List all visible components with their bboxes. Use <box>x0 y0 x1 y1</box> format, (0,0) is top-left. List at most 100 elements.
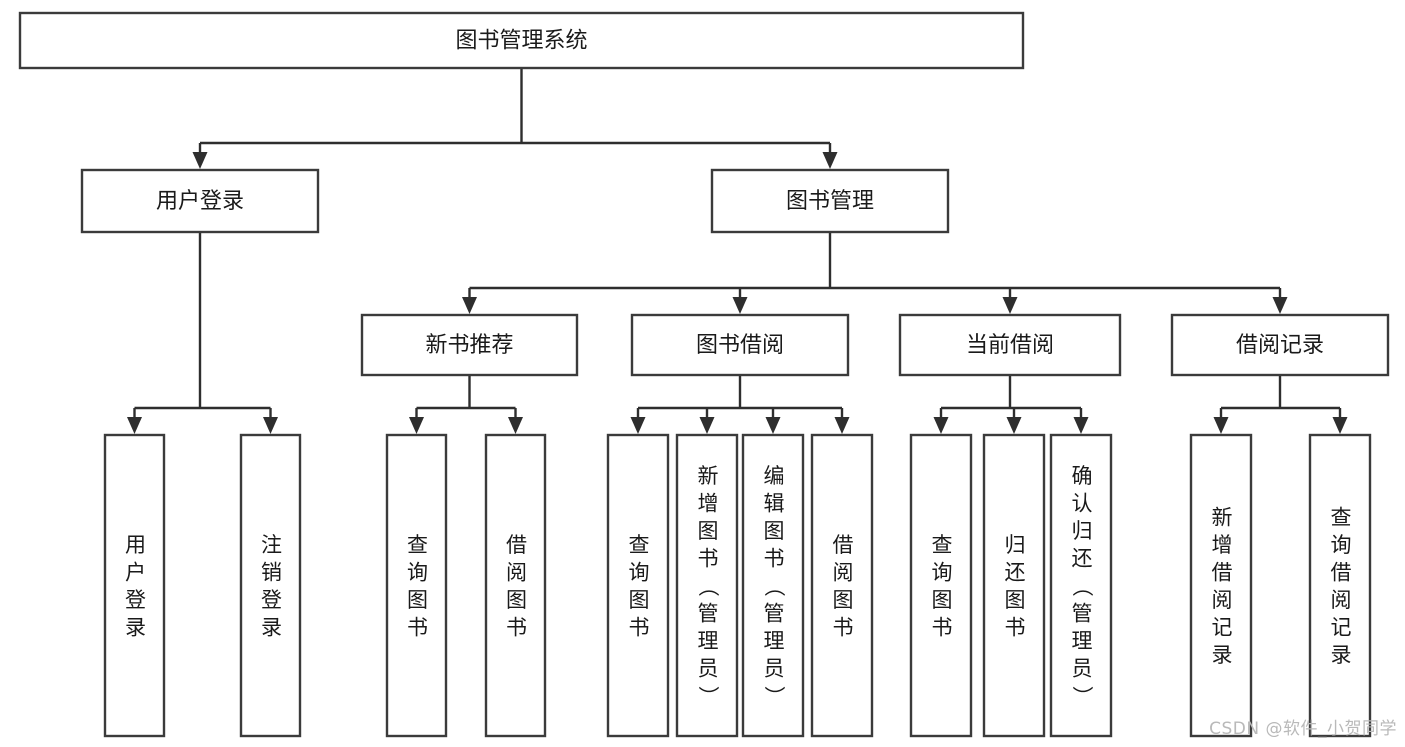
node-l3-borrow[interactable]: 图书借阅 <box>630 313 850 377</box>
node-label-char: 书 <box>407 615 428 639</box>
node-label-char: 员 <box>1072 657 1093 681</box>
node-label-char: 图 <box>932 588 953 612</box>
node-label-char: 图 <box>833 588 854 612</box>
node-label-char: 阅 <box>1212 588 1233 612</box>
node-label-char: 询 <box>932 560 953 584</box>
node-label-char: 认 <box>1072 492 1093 516</box>
node-label-char: 书 <box>629 615 650 639</box>
node-label-char: 书 <box>764 547 785 571</box>
node-box <box>982 433 1046 738</box>
node-label-char: 编 <box>764 464 785 488</box>
node-label-char: 增 <box>1212 533 1233 557</box>
node-label-char: 理 <box>1072 629 1093 653</box>
node-label-char: 查 <box>932 533 953 557</box>
node-l3-current[interactable]: 当前借阅 <box>898 313 1122 377</box>
node-root[interactable]: 图书管理系统 <box>18 11 1025 70</box>
node-label-char: ） <box>1070 686 1094 707</box>
node-label-char: 登 <box>125 588 146 612</box>
node-label-char: 辑 <box>764 492 785 516</box>
edge-group <box>127 232 278 434</box>
node-box <box>1308 433 1372 738</box>
node-label-char: 确 <box>1072 464 1093 488</box>
node-box <box>606 433 670 738</box>
node-label-char: （ <box>762 576 786 597</box>
node-l2-book[interactable]: 图书管理 <box>710 168 950 234</box>
node-label-char: 录 <box>261 615 282 639</box>
node-label-char: 图 <box>764 519 785 543</box>
node-label-char: 户 <box>125 560 146 584</box>
node-label-char: （ <box>1070 576 1094 597</box>
node-label-char: 书 <box>698 547 719 571</box>
edge-group <box>409 375 523 434</box>
node-label-char: 图 <box>407 588 428 612</box>
node-l2-user[interactable]: 用户登录 <box>80 168 320 234</box>
node-label-char: 录 <box>1331 643 1352 667</box>
node-label-char: 查 <box>629 533 650 557</box>
node-label-char: 新 <box>698 464 719 488</box>
node-label-char: 录 <box>1212 643 1233 667</box>
node-label-char: 查 <box>407 533 428 557</box>
node-box <box>741 433 805 738</box>
csdn-watermark: CSDN @软件_小贺同学 <box>1209 719 1397 739</box>
node-box <box>1049 433 1113 738</box>
node-label-char: 记 <box>1212 615 1233 639</box>
node-label-char: 归 <box>1005 533 1026 557</box>
node-label-char: 注 <box>261 533 282 557</box>
node-box <box>810 433 874 738</box>
node-label-char: 借 <box>1212 560 1233 584</box>
node-label-char: ） <box>696 686 720 707</box>
edge-group <box>933 375 1089 434</box>
node-box <box>710 168 950 234</box>
node-label-char: ） <box>762 686 786 707</box>
node-label-char: 借 <box>1331 560 1352 584</box>
node-label-char: 增 <box>698 492 719 516</box>
node-label-char: 管 <box>764 602 785 626</box>
node-label-char: 管 <box>1072 602 1093 626</box>
node-box <box>360 313 579 377</box>
node-box <box>18 11 1025 70</box>
node-label-char: 管 <box>698 602 719 626</box>
node-l3-new[interactable]: 新书推荐 <box>360 313 579 377</box>
node-label-char: 书 <box>1005 615 1026 639</box>
edges-layer <box>127 68 1348 434</box>
node-box <box>80 168 320 234</box>
node-label: 当前借阅 <box>966 333 1054 358</box>
node-label-char: 阅 <box>833 560 854 584</box>
node-label-char: 书 <box>506 615 527 639</box>
node-label-char: 用 <box>125 533 146 557</box>
node-label-char: 归 <box>1072 519 1093 543</box>
node-label-char: 图 <box>698 519 719 543</box>
node-label: 借阅记录 <box>1236 333 1324 358</box>
node-label-char: 录 <box>125 615 146 639</box>
node-label-char: 询 <box>1331 533 1352 557</box>
node-box <box>484 433 547 738</box>
node-leaf-user-login[interactable]: 用户登录 <box>103 433 166 738</box>
node-label-char: 新 <box>1212 505 1233 529</box>
node-label-char: 图 <box>629 588 650 612</box>
node-label: 用户登录 <box>156 189 244 214</box>
node-box <box>385 433 448 738</box>
node-l3-record[interactable]: 借阅记录 <box>1170 313 1390 377</box>
edge-group <box>630 375 850 434</box>
node-label-char: 销 <box>261 560 282 584</box>
node-box <box>898 313 1122 377</box>
node-box <box>909 433 973 738</box>
node-label-char: 员 <box>764 657 785 681</box>
node-box <box>675 433 739 738</box>
node-label-char: 记 <box>1331 615 1352 639</box>
node-box <box>1170 313 1390 377</box>
node-label-char: 书 <box>932 615 953 639</box>
node-label-char: 理 <box>764 629 785 653</box>
